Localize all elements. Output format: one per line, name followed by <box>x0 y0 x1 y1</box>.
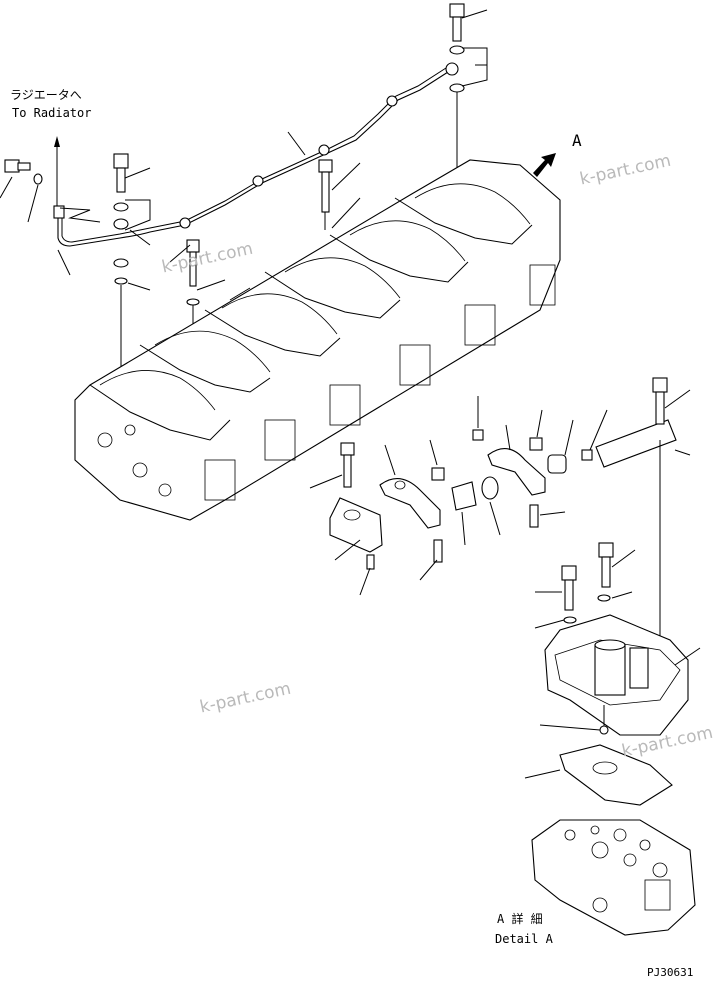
leader-lines <box>0 9 701 779</box>
top-bolt <box>449 3 465 185</box>
radiator-label-jp: ラジエータへ <box>10 88 82 102</box>
left-bolts <box>113 153 333 380</box>
drawing-code: PJ30631 <box>647 966 694 979</box>
rocker-parts <box>329 377 677 660</box>
return-pipe <box>57 62 459 247</box>
detail-label-en: Detail A <box>495 932 553 946</box>
eye-bolt <box>4 159 65 219</box>
cylinder-heads <box>74 159 561 521</box>
radiator-label-en: To Radiator <box>12 106 92 120</box>
view-letter: A <box>572 131 582 150</box>
detail-label-jp: A 詳 細 <box>497 912 543 926</box>
view-arrow-icon <box>533 153 556 177</box>
radiator-arrow <box>54 136 60 212</box>
detail-a-parts <box>531 542 696 936</box>
